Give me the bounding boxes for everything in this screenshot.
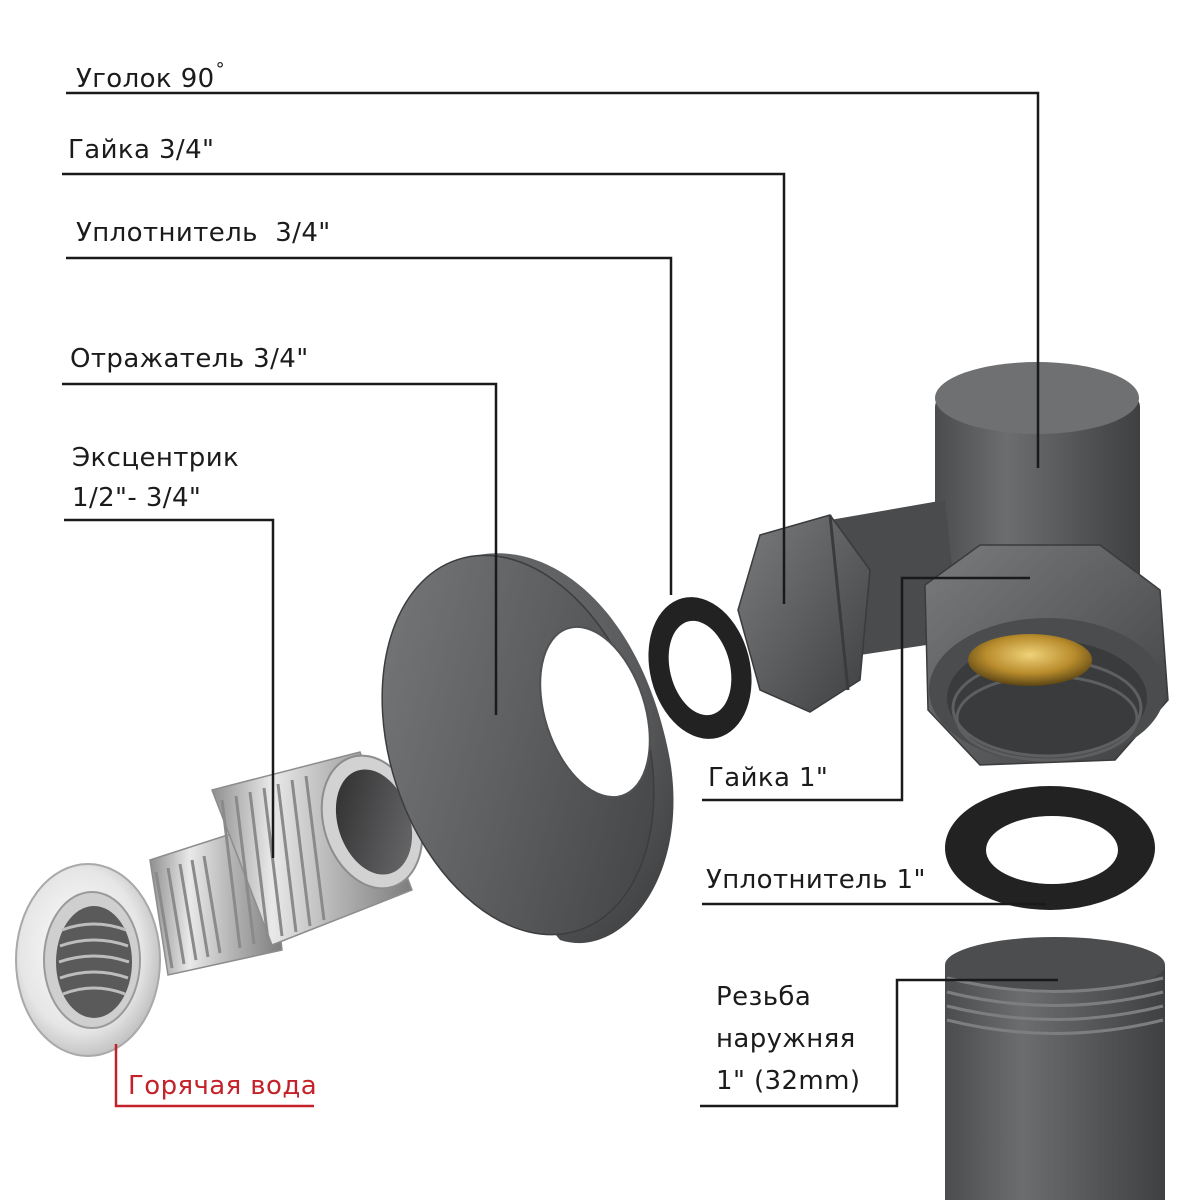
label-thread-line3: 1" (32mm): [716, 1066, 861, 1096]
label-eccentric: Эксцентрик 1/2"- 3/4": [72, 438, 239, 518]
label-elbow-90-text: Уголок 90: [76, 64, 215, 94]
elbow-90-assembly: [737, 362, 1169, 766]
label-seal-3-4: Уплотнитель 3/4": [76, 218, 331, 248]
leader-nut-3-4: [62, 172, 786, 604]
label-seal-1: Уплотнитель 1": [706, 865, 926, 895]
leader-elbow-90: [66, 91, 1040, 468]
leader-reflector-3-4: [62, 382, 498, 715]
leader-thread-1: [700, 978, 1058, 1108]
label-thread-line1: Резьба: [716, 982, 812, 1012]
label-thread-line2: наружняя: [716, 1024, 856, 1054]
label-hot-water: Горячая вода: [128, 1071, 318, 1101]
label-elbow-90: Уголок 90°: [76, 52, 225, 97]
label-nut-1: Гайка 1": [708, 763, 829, 793]
label-reflector-3-4: Отражатель 3/4": [70, 344, 309, 374]
leader-nut-1: [702, 576, 1030, 802]
label-eccentric-line2: 1/2"- 3/4": [72, 483, 202, 513]
hot-water-flange: [15, 863, 161, 1057]
eccentric-fitting: [149, 751, 424, 976]
degree-mark: °: [215, 59, 225, 80]
reflector-cone: [381, 553, 674, 944]
seal-3-4: [648, 597, 752, 739]
leader-seal-3-4: [66, 256, 673, 595]
label-nut-3-4: Гайка 3/4": [68, 135, 215, 165]
leader-hot-water: [114, 1044, 314, 1108]
seal-1: [945, 786, 1155, 910]
label-eccentric-line1: Эксцентрик: [72, 443, 240, 473]
leader-eccentric: [64, 518, 275, 858]
label-thread-1: Резьба наружняя 1" (32mm): [716, 976, 860, 1102]
threaded-pipe-1: [945, 937, 1165, 1200]
